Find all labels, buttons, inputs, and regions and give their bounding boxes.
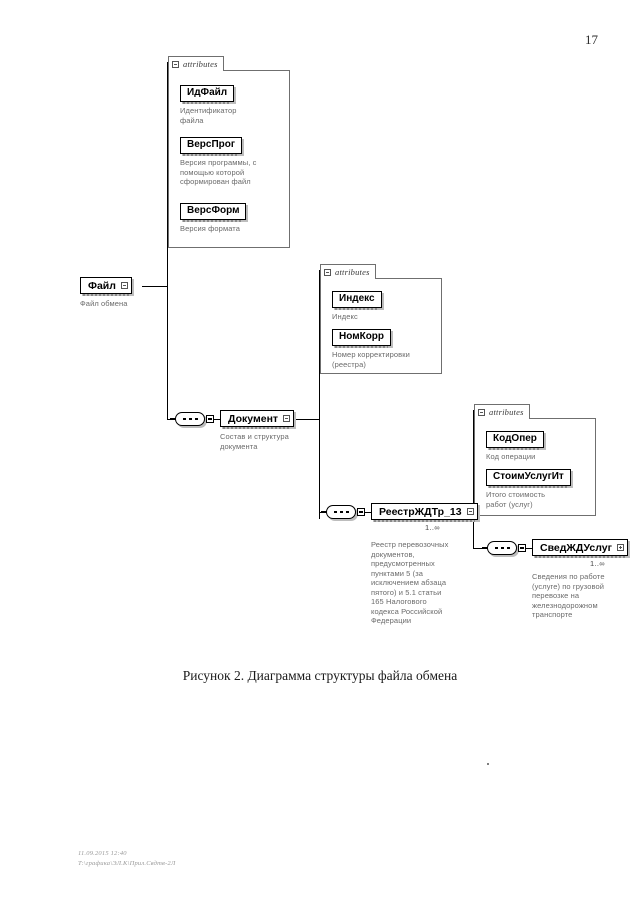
node-reestr-zhdtr-13[interactable]: РеестрЖДТр_13 Реестр перевозочных докуме… <box>371 503 478 626</box>
footer-timestamp: 11.09.2015 12:40 <box>78 850 127 857</box>
cardinality-label-service: 1..∞ <box>590 559 605 568</box>
dashed-underline <box>183 102 232 104</box>
attribute-item[interactable]: Индекс Индекс <box>332 288 382 322</box>
attribute-name: Индекс <box>339 293 375 304</box>
attribute-chip-stoimuslugit[interactable]: СтоимУслугИт <box>486 469 571 488</box>
footer-filepath: T:\графика\ЭЛ.К\Прил.Свдтв-2Л <box>78 860 176 867</box>
connector-line <box>364 512 372 513</box>
dashed-underline <box>335 346 389 348</box>
expand-plus-icon[interactable] <box>616 544 624 551</box>
sequence-dots-icon <box>333 511 349 513</box>
attribute-item[interactable]: ВерсФорм Версия формата <box>180 200 247 234</box>
connector-line <box>473 548 487 549</box>
print-mark <box>487 763 489 765</box>
attribute-item[interactable]: ИдФайл Идентификатор файла <box>180 82 237 125</box>
connector-line <box>213 419 221 420</box>
node-fajl[interactable]: Файл Файл обмена <box>80 277 132 309</box>
node-label: РеестрЖДТр_13 <box>379 505 462 518</box>
attribute-item[interactable]: КодОпер Код операции <box>486 428 544 462</box>
attribute-description: Версия программы, с помощью которой сфор… <box>180 158 257 186</box>
attribute-description: Индекс <box>332 312 358 321</box>
collapse-minus-icon[interactable] <box>172 60 179 68</box>
collapse-minus-icon[interactable] <box>478 408 485 416</box>
collapse-minus-icon[interactable] <box>324 268 331 276</box>
connector-line <box>525 548 533 549</box>
node-label: СведЖДУслуг <box>540 541 612 554</box>
dashed-underline <box>535 556 625 558</box>
node-dokument[interactable]: Документ Состав и структура документа <box>220 410 295 451</box>
attributes-tab-label: attributes <box>335 267 370 277</box>
node-box[interactable]: РеестрЖДТр_13 <box>371 503 478 522</box>
attribute-name: ИдФайл <box>187 87 228 98</box>
attribute-chip-versprog[interactable]: ВерсПрог <box>180 137 243 156</box>
connector-line-vertical-registry <box>473 410 474 549</box>
attribute-item[interactable]: НомКорр Номер корректировки (реестра) <box>332 326 410 369</box>
dashed-underline <box>83 294 129 296</box>
connector-line-vertical-file <box>167 62 168 419</box>
collapse-minus-icon[interactable] <box>120 282 128 289</box>
connector-line <box>167 419 179 420</box>
dashed-underline <box>183 220 244 222</box>
dashed-underline <box>335 308 379 310</box>
node-description: Состав и структура документа <box>220 432 289 451</box>
attribute-description: Код операции <box>486 452 536 461</box>
figure-caption: Рисунок 2. Диаграмма структуры файла обм… <box>182 668 458 683</box>
dashed-underline <box>223 427 292 429</box>
attributes-tab-label: attributes <box>489 407 524 417</box>
node-description: Файл обмена <box>80 299 128 308</box>
dashed-underline <box>489 486 568 488</box>
dashed-underline <box>183 154 240 156</box>
attributes-panel-document: attributes Индекс Индекс НомКорр Номер к… <box>320 264 442 374</box>
sequence-dots-icon <box>182 418 198 420</box>
page-number: 17 <box>585 32 598 47</box>
node-description: Сведения по работе (услуге) по грузовой … <box>532 572 605 619</box>
collapse-minus-icon[interactable] <box>283 415 291 422</box>
attribute-chip-nomkorr[interactable]: НомКорр <box>332 329 392 348</box>
attributes-panel-registry: attributes КодОпер Код операции СтоимУсл… <box>474 404 596 516</box>
node-box[interactable]: Файл <box>80 277 132 296</box>
sequence-compositor-service[interactable] <box>482 541 517 555</box>
attribute-chip-idfail[interactable]: ИдФайл <box>180 85 235 104</box>
attributes-tab-label: attributes <box>183 59 218 69</box>
cardinality-label-registry: 1..∞ <box>425 523 440 532</box>
attribute-name: КодОпер <box>493 433 537 444</box>
connector-line <box>142 286 168 287</box>
connector-line <box>285 419 319 420</box>
node-description: Реестр перевозочных документов, предусмо… <box>371 540 449 625</box>
attributes-panel-file: attributes ИдФайл Идентификатор файла Ве… <box>168 56 290 248</box>
sequence-compositor-document[interactable] <box>170 412 205 426</box>
collapse-minus-icon[interactable] <box>466 508 474 515</box>
attributes-tab-registry[interactable]: attributes <box>474 404 530 419</box>
dashed-underline <box>374 520 475 522</box>
attribute-description: Версия формата <box>180 224 241 233</box>
attribute-description: Номер корректировки (реестра) <box>332 350 410 369</box>
node-box[interactable]: СведЖДУслуг <box>532 539 628 558</box>
attribute-name: НомКорр <box>339 331 385 342</box>
attributes-tab-document[interactable]: attributes <box>320 264 376 279</box>
connector-line-vertical-document <box>319 270 320 519</box>
sequence-dots-icon <box>494 547 510 549</box>
attribute-chip-kodoper[interactable]: КодОпер <box>486 431 544 450</box>
attribute-chip-indeks[interactable]: Индекс <box>332 291 382 310</box>
attribute-description: Итого стоимость работ (услуг) <box>486 490 546 509</box>
attribute-item[interactable]: ВерсПрог Версия программы, с помощью кот… <box>180 134 256 187</box>
node-label: Документ <box>228 412 279 425</box>
attribute-name: СтоимУслугИт <box>493 471 564 482</box>
attribute-description: Идентификатор файла <box>180 106 237 125</box>
attributes-tab-file[interactable]: attributes <box>168 56 224 71</box>
node-box[interactable]: Документ <box>220 410 295 429</box>
attribute-item[interactable]: СтоимУслугИт Итого стоимость работ (услу… <box>486 466 571 509</box>
node-label: Файл <box>88 279 116 292</box>
dashed-underline <box>489 448 541 450</box>
attribute-name: ВерсФорм <box>187 205 240 216</box>
connector-line <box>319 512 331 513</box>
attribute-chip-versform[interactable]: ВерсФорм <box>180 203 247 222</box>
attribute-name: ВерсПрог <box>187 139 236 150</box>
sequence-compositor-registry[interactable] <box>321 505 356 519</box>
node-sved-zhd-uslug[interactable]: СведЖДУслуг Сведения по работе (услуге) … <box>532 539 628 620</box>
